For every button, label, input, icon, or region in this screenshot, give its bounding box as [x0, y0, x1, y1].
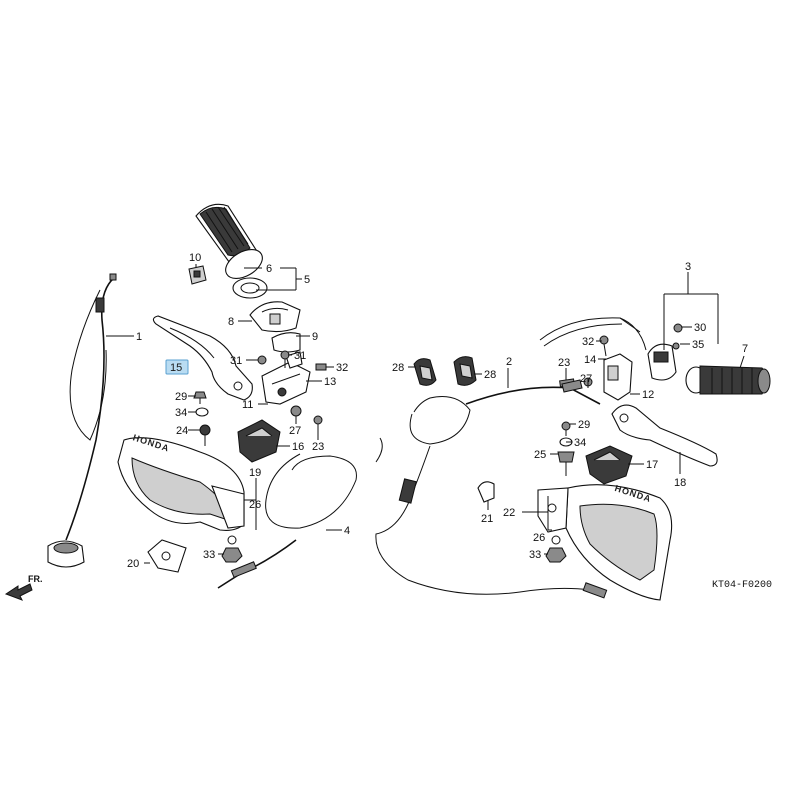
switch-housing-part [249, 301, 301, 353]
callout-26-right[interactable]: 26 [533, 532, 545, 544]
callout-21[interactable]: 21 [481, 513, 493, 525]
clip-part-10 [188, 265, 207, 285]
callout-labels: 1 2 3 4 5 6 7 8 9 10 11 12 13 14 15 16 1… [127, 252, 748, 570]
left-grip-part [195, 203, 268, 299]
callout-20[interactable]: 20 [127, 558, 139, 570]
callout-5[interactable]: 5 [304, 274, 310, 286]
callout-23-right[interactable]: 23 [558, 357, 570, 369]
callout-28-right[interactable]: 28 [484, 369, 496, 381]
lever-bracket-part [261, 351, 311, 405]
callout-17[interactable]: 17 [646, 459, 658, 471]
right-hand-guard-part: HONDA [537, 483, 673, 601]
callout-29-right[interactable]: 29 [578, 419, 590, 431]
callout-19[interactable]: 19 [249, 467, 261, 479]
nut-33-right [545, 535, 567, 563]
clamp-parts-28 [413, 356, 477, 386]
callout-33-right[interactable]: 33 [529, 549, 541, 561]
callout-31-right[interactable]: 31 [294, 350, 306, 362]
clip-part-21 [477, 481, 495, 503]
pivot-hardware-right [557, 421, 575, 476]
throttle-cable-part-1 [47, 273, 117, 568]
callout-10[interactable]: 10 [189, 252, 201, 264]
upper-right-cable [539, 317, 647, 351]
callout-3[interactable]: 3 [685, 261, 691, 273]
callout-15[interactable]: 15 [170, 362, 182, 374]
callout-6[interactable]: 6 [266, 263, 272, 275]
diagram-code: KT04-F0200 [712, 580, 772, 591]
clutch-cable-part-4 [217, 437, 383, 589]
callout-23-left[interactable]: 23 [312, 441, 324, 453]
switch-part-17 [585, 445, 633, 485]
clutch-lever-part-15 [152, 315, 253, 401]
right-grip-part-7 [685, 365, 771, 395]
bracket-part-20 [147, 539, 187, 573]
callout-4[interactable]: 4 [344, 525, 350, 537]
callout-34-left[interactable]: 34 [175, 407, 187, 419]
nut-33-left [221, 535, 243, 563]
right-switch-housing-part [647, 323, 683, 381]
bolts-27-23-left [290, 405, 323, 436]
callout-30[interactable]: 30 [694, 322, 706, 334]
callout-34-right[interactable]: 34 [574, 437, 586, 449]
callout-15-highlight [165, 359, 189, 375]
callout-2[interactable]: 2 [506, 356, 512, 368]
leader-lines [106, 264, 745, 564]
pivot-hardware-left [193, 391, 211, 446]
right-lever-bracket-parts [561, 335, 633, 401]
callout-1[interactable]: 1 [136, 331, 142, 343]
callout-14[interactable]: 14 [584, 354, 596, 366]
callout-16[interactable]: 16 [292, 441, 304, 453]
callout-12[interactable]: 12 [642, 389, 654, 401]
callout-13[interactable]: 13 [324, 376, 336, 388]
direction-label: FR. [28, 574, 43, 584]
callout-28-left[interactable]: 28 [392, 362, 404, 374]
callout-18[interactable]: 18 [674, 477, 686, 489]
front-direction-indicator: FR. [4, 574, 43, 601]
brake-lever-part-18 [611, 404, 718, 467]
callout-7[interactable]: 7 [742, 343, 748, 355]
callout-9[interactable]: 9 [312, 331, 318, 343]
callout-31-left[interactable]: 31 [230, 355, 242, 367]
cable-part-2 [375, 378, 608, 599]
callout-11[interactable]: 11 [242, 399, 253, 411]
callout-29-left[interactable]: 29 [175, 391, 187, 403]
callout-32-left[interactable]: 32 [336, 362, 348, 374]
callout-32-right[interactable]: 32 [582, 336, 594, 348]
callout-26-left[interactable]: 26 [249, 499, 261, 511]
callout-25[interactable]: 25 [534, 449, 546, 461]
callout-35[interactable]: 35 [692, 339, 704, 351]
callout-8[interactable]: 8 [228, 316, 234, 328]
callout-22[interactable]: 22 [503, 507, 515, 519]
callout-27-right[interactable]: 27 [580, 373, 592, 385]
left-hand-guard-part: HONDA [117, 432, 245, 531]
callout-24[interactable]: 24 [176, 425, 188, 437]
callout-33-left[interactable]: 33 [203, 549, 215, 561]
switch-part-16 [237, 419, 281, 463]
callout-27-left[interactable]: 27 [289, 425, 301, 437]
